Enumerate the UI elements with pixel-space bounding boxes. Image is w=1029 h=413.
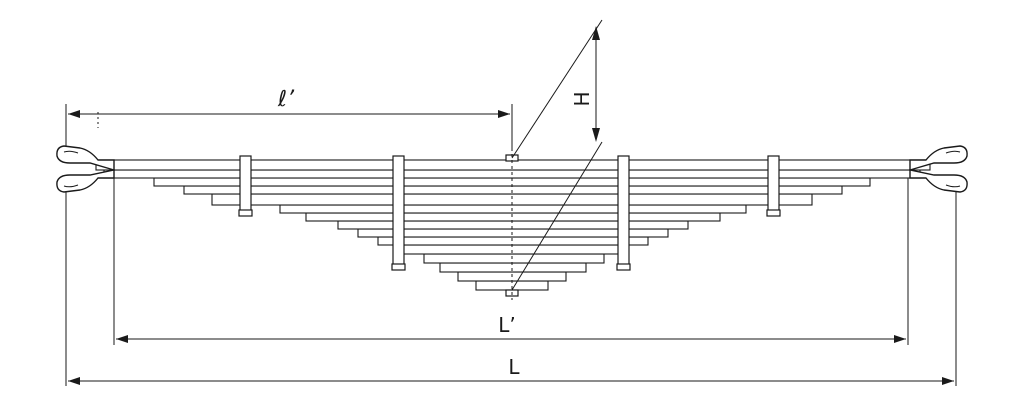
camber-line-upper [511,19,603,159]
eye-inner-left [63,150,79,188]
clip-outer-right [766,155,781,217]
leaf-3 [183,185,843,195]
leaf-6 [305,212,721,222]
dimension-height [592,26,600,142]
leaf-10 [401,244,627,255]
eye-inner-right [945,150,961,188]
leaf-7 [337,220,689,230]
spring-eye-left [56,145,115,193]
leaf-5 [279,204,747,214]
camber-line-lower [511,141,603,291]
spring-eye-right [909,145,968,193]
clip-outer-left [238,155,253,217]
extension-lines [65,104,957,386]
leaf-11 [423,253,605,264]
leaf-12 [439,262,587,273]
dimension-half-length [68,110,510,118]
leaf-length-label: L’ [498,313,516,337]
overall-length-label: L [508,355,520,379]
half-length-label: ℓ’ [277,87,295,112]
dimension-overall-length [68,377,954,385]
clip-inner-left [391,155,406,271]
rebound-clips [238,155,781,271]
clip-inner-right [616,155,631,271]
leaf-9 [377,236,649,246]
dimension-leaf-length [116,335,906,343]
height-label: H [570,91,594,106]
spring-leaves [95,159,931,291]
